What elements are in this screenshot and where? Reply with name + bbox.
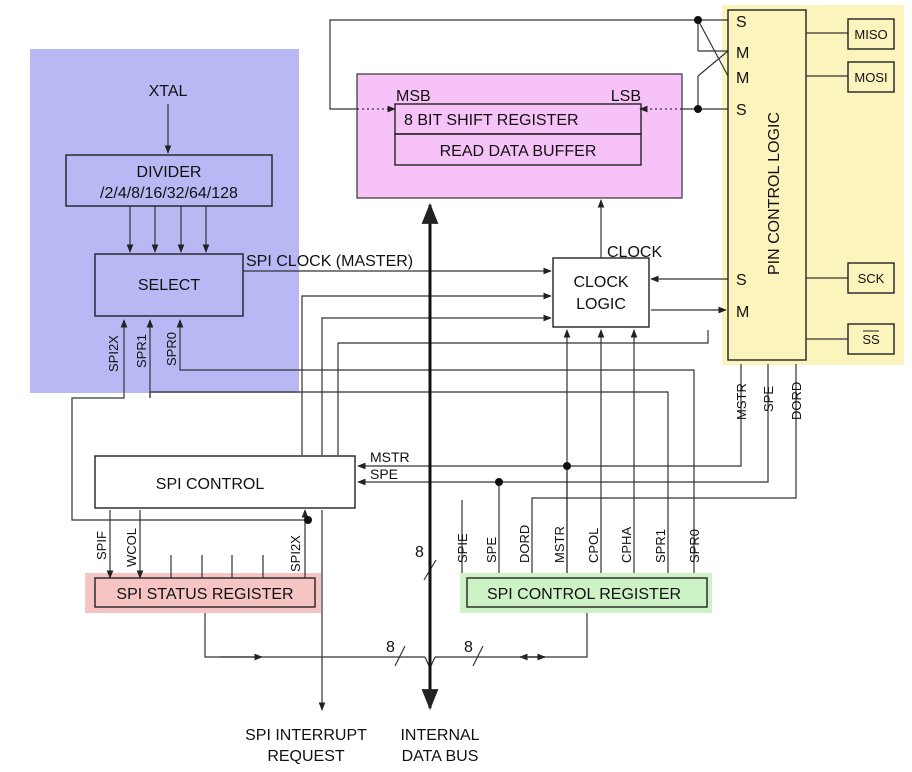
control-register-title: SPI CONTROL REGISTER [487, 586, 681, 603]
lsb-label: LSB [611, 88, 641, 105]
pin-input-dord: DORD [789, 382, 804, 420]
status-bit-wcol: WCOL [124, 528, 139, 567]
pin-miso-box [847, 18, 895, 50]
select-input-spr1: SPR1 [134, 334, 149, 368]
spi-clock-master-label: SPI CLOCK (MASTER) [246, 253, 413, 270]
control-bit-spe: SPE [484, 537, 499, 563]
clock-logic-line2: LOGIC [576, 296, 626, 313]
pin-port-m-2: M [736, 70, 749, 87]
pin-ss-box [847, 323, 895, 355]
clock-logic-line1: CLOCK [573, 274, 628, 291]
clock-label: CLOCK [607, 244, 662, 261]
data-bus-line2: DATA BUS [402, 748, 479, 765]
status-bit-spif: SPIF [94, 531, 109, 560]
xtal-label: XTAL [149, 83, 188, 100]
spi-control-box [94, 455, 356, 509]
spi-control-input-spe: SPE [370, 466, 398, 482]
control-bit-dord: DORD [517, 525, 532, 563]
divider-ratios: /2/4/8/16/32/64/128 [100, 185, 238, 202]
divider-title: DIVIDER [137, 164, 202, 181]
pin-miso-label: MISO [854, 27, 887, 42]
data-bus-line1: INTERNAL [400, 727, 479, 744]
select-input-spi2x: SPI2X [106, 335, 121, 372]
pin-port-s-clock: S [736, 272, 747, 289]
bus-width-label-left: 8 [386, 639, 395, 656]
control-bit-spr1: SPR1 [653, 529, 668, 563]
control-bit-cpol: CPOL [586, 528, 601, 563]
control-register-box [466, 577, 708, 608]
msb-label: MSB [396, 88, 431, 105]
pin-sck-box [847, 262, 895, 294]
spi-control-title: SPI CONTROL [156, 476, 265, 493]
pin-port-m-clock: M [736, 304, 749, 321]
pin-sck-label: SCK [858, 271, 885, 286]
spi-interrupt-line2: REQUEST [267, 748, 345, 765]
junction-dots [304, 16, 702, 524]
pin-port-m-1: M [736, 45, 749, 62]
read-data-buffer-label: READ DATA BUFFER [440, 143, 597, 160]
read-data-buffer-box [394, 133, 642, 166]
select-input-spr0: SPR0 [164, 332, 179, 366]
spi-control-input-mstr: MSTR [370, 449, 410, 465]
pin-input-spe: SPE [761, 386, 776, 412]
pin-port-s-2: S [736, 102, 747, 119]
pin-ss-label: SS [862, 332, 880, 347]
pin-mosi-box [847, 61, 895, 93]
bus-width-label-right: 8 [464, 639, 473, 656]
status-bit-spi2x: SPI2X [288, 535, 303, 572]
pin-control-title: PIN CONTROL LOGIC [766, 112, 783, 275]
select-label: SELECT [138, 277, 200, 294]
shift-register-title: 8 BIT SHIFT REGISTER [404, 112, 579, 129]
status-register-box [94, 577, 316, 608]
pin-port-s-top: S [736, 14, 747, 31]
control-bit-spie: SPIE [455, 533, 470, 563]
pin-control-background [722, 5, 904, 365]
pin-control-box [727, 9, 807, 361]
pin-mosi-label: MOSI [854, 70, 887, 85]
control-bit-mstr: MSTR [552, 526, 567, 563]
control-bit-cpha: CPHA [619, 527, 634, 563]
select-box [94, 253, 244, 317]
bus-width-label-center: 8 [415, 544, 424, 561]
divider-box [65, 154, 273, 207]
status-register-title: SPI STATUS REGISTER [116, 586, 293, 603]
shift-register-background [356, 73, 683, 199]
clock-logic-box [552, 257, 650, 328]
control-bit-spr0: SPR0 [687, 529, 702, 563]
spi-interrupt-line1: SPI INTERRUPT [245, 727, 367, 744]
select-region-background [30, 49, 299, 393]
pin-input-mstr: MSTR [734, 383, 749, 420]
